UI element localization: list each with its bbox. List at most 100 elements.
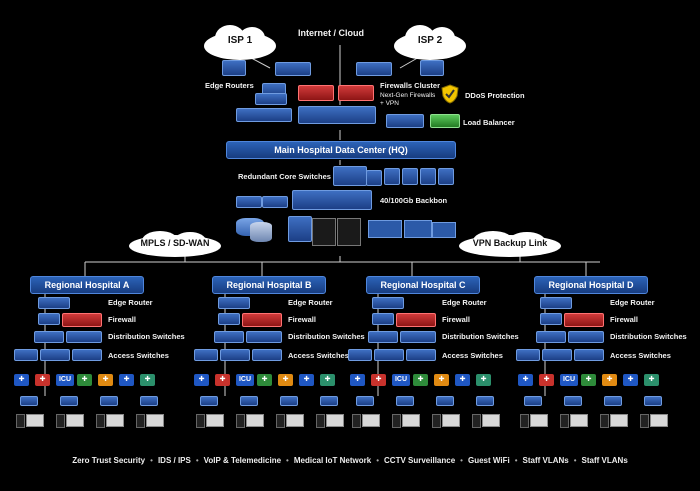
bed-icon: ✚ — [539, 374, 554, 386]
monitor-icon — [402, 414, 420, 427]
icu-icon: ICU — [392, 374, 410, 386]
region-b-acc-label: Access Switches — [288, 351, 349, 360]
region-a-fw-label: Firewall — [108, 315, 136, 324]
region-b-fw-aux — [218, 313, 240, 325]
core-switch-5 — [420, 168, 436, 185]
region-b-acc-2 — [220, 349, 250, 361]
region-a-firewall — [62, 313, 102, 327]
endpoint-switch — [20, 396, 38, 406]
lb-switch-3 — [386, 114, 424, 128]
core-switch-2 — [366, 170, 382, 186]
monitor-icon — [442, 414, 460, 427]
monitor-icon — [146, 414, 164, 427]
region-d-acc-label: Access Switches — [610, 351, 671, 360]
backbone-sw-2 — [262, 196, 288, 208]
ambulance-icon: ✚ — [644, 374, 659, 386]
region-a-acc-3 — [72, 349, 102, 361]
region-a-edge-router — [38, 297, 70, 309]
backbone-label: 40/100Gb Backbon — [380, 196, 448, 205]
region-c-dist-2 — [400, 331, 436, 343]
workstation-icon — [136, 414, 145, 428]
endpoint-switch — [396, 396, 414, 406]
region-b-dist-1 — [214, 331, 244, 343]
pharmacy-icon: ✚ — [257, 374, 272, 386]
region-b-acc-1 — [194, 349, 218, 361]
patient-icon: ✚ — [119, 374, 134, 386]
endpoint-switch — [140, 396, 158, 406]
endpoint-switch — [200, 396, 218, 406]
lab-icon: ✚ — [98, 374, 113, 386]
region-b-edge-router — [218, 297, 250, 309]
region-d-firewall — [564, 313, 604, 327]
patient-icon: ✚ — [623, 374, 638, 386]
database-icon — [250, 222, 272, 242]
monitor-icon — [246, 414, 264, 427]
endpoint-switch — [476, 396, 494, 406]
region-c-acc-3 — [406, 349, 436, 361]
edge-router-4 — [420, 60, 444, 76]
region-a-acc-1 — [14, 349, 38, 361]
region-d-dist-2 — [568, 331, 604, 343]
ngfw-label: Next-Gen Firewalls + VPN — [380, 92, 436, 107]
workstation-icon — [352, 414, 361, 428]
region-a-fw-aux — [38, 313, 60, 325]
endpoint-switch — [60, 396, 78, 406]
load-balancer-label: Load Balancer — [463, 118, 515, 127]
monitor-icon — [206, 414, 224, 427]
workstation-icon — [96, 414, 105, 428]
endpoint-switch — [524, 396, 542, 406]
endpoint-switch — [436, 396, 454, 406]
region-b-firewall — [242, 313, 282, 327]
hospital-icon: ✚ — [14, 374, 29, 386]
region-b-fw-label: Firewall — [288, 315, 316, 324]
ddos-label: DDoS Protection — [465, 91, 525, 100]
workstation-icon — [316, 414, 325, 428]
region-c-acc-2 — [374, 349, 404, 361]
backbone-core — [292, 190, 372, 210]
region-a-dist-1 — [34, 331, 64, 343]
region-b-dist-label: Distribution Switches — [288, 332, 365, 341]
pharmacy-icon: ✚ — [413, 374, 428, 386]
icu-icon: ICU — [236, 374, 254, 386]
server-2 — [312, 218, 336, 246]
edge-router-1 — [222, 60, 246, 76]
workstation-icon — [196, 414, 205, 428]
ddos-shield-icon — [441, 84, 459, 104]
edge-router-3 — [356, 62, 392, 76]
fw-aux-2 — [255, 93, 287, 105]
isp1-cloud: ISP 1 — [200, 22, 280, 62]
region-b-edge-label: Edge Router — [288, 298, 333, 307]
hospital-icon: ✚ — [518, 374, 533, 386]
region-d-acc-1 — [516, 349, 540, 361]
backbone-sw-1 — [236, 196, 262, 208]
monitor-icon — [26, 414, 44, 427]
monitor-icon — [610, 414, 628, 427]
ambulance-icon: ✚ — [476, 374, 491, 386]
endpoint-switch — [100, 396, 118, 406]
patient-icon: ✚ — [455, 374, 470, 386]
monitor-icon — [530, 414, 548, 427]
mpls-cloud: MPLS / SD-WAN — [125, 230, 225, 258]
region-d-dist-label: Distribution Switches — [610, 332, 687, 341]
lab-icon: ✚ — [278, 374, 293, 386]
region-a-acc-label: Access Switches — [108, 351, 169, 360]
workstation-icon — [16, 414, 25, 428]
region-c-edge-label: Edge Router — [442, 298, 487, 307]
monitor-icon — [106, 414, 124, 427]
server-1 — [288, 216, 312, 242]
ambulance-icon: ✚ — [140, 374, 155, 386]
region-d-acc-3 — [574, 349, 604, 361]
icu-icon: ICU — [56, 374, 74, 386]
region-a-edge-label: Edge Router — [108, 298, 153, 307]
pharmacy-icon: ✚ — [77, 374, 92, 386]
isp1-label: ISP 1 — [227, 35, 253, 46]
edge-router-2 — [275, 62, 311, 76]
monitor-icon — [66, 414, 84, 427]
workstation-icon — [640, 414, 649, 428]
monitor-icon — [326, 414, 344, 427]
firewalls-cluster-label: Firewalls Cluster — [380, 81, 441, 90]
monitor-icon — [570, 414, 588, 427]
workstation-icon — [432, 414, 441, 428]
region-c-dist-1 — [368, 331, 398, 343]
footer-voip: VoIP & Telemedicine — [203, 456, 282, 465]
